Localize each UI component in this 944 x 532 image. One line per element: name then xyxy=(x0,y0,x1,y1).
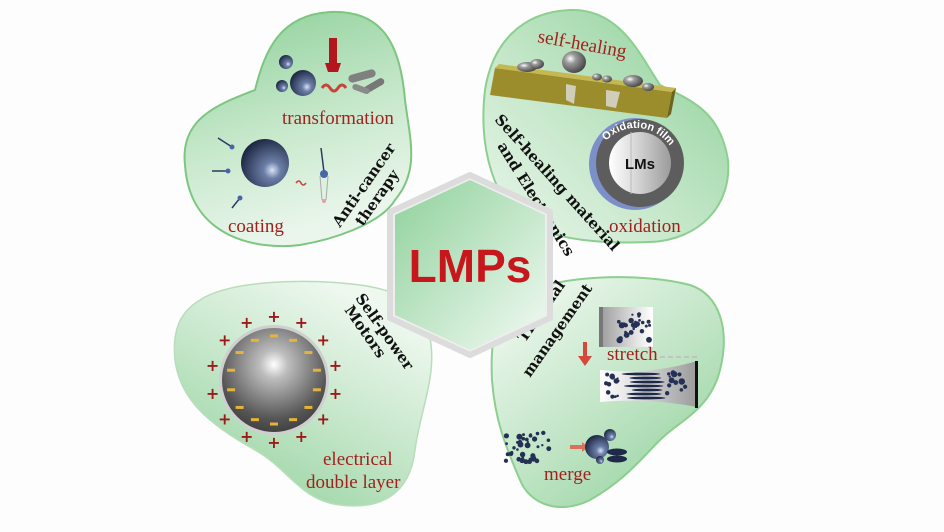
oxidation-particle: LMs Oxidation film xyxy=(589,118,684,210)
negative-charge-icon xyxy=(289,418,298,422)
negative-charge-icon xyxy=(227,368,236,372)
label-double-layer: double layer xyxy=(306,472,401,493)
negative-charge-icon xyxy=(270,334,278,338)
positive-charge-icon: + xyxy=(329,384,342,403)
positive-charge-icon: + xyxy=(206,384,219,403)
negative-charge-icon xyxy=(304,351,313,355)
merge-droplets xyxy=(503,430,552,465)
label-coating: coating xyxy=(228,216,284,237)
self-healing-illustration xyxy=(490,51,676,118)
negative-charge-icon xyxy=(250,338,259,342)
negative-charge-icon xyxy=(312,368,321,372)
elongated-droplets xyxy=(604,370,688,400)
positive-charge-icon: + xyxy=(240,427,253,446)
negative-charge-icon xyxy=(312,388,321,392)
positive-charge-icon: + xyxy=(218,331,231,350)
lm-droplet xyxy=(222,328,326,432)
negative-charge-icon xyxy=(270,422,278,426)
thermal-illustration: stretch xyxy=(503,307,698,465)
negative-charge-icon xyxy=(304,405,313,409)
charge-markers: + + + + + + + + + + + + + + xyxy=(206,307,342,452)
electrical-double-layer-illustration: + + + + + + + + + + + + + + xyxy=(206,307,342,452)
svg-text:LMs: LMs xyxy=(625,156,655,173)
right-arrow-icon xyxy=(570,442,588,452)
center-hexagon: LMPs xyxy=(387,172,553,358)
positive-charge-icon: + xyxy=(206,356,219,375)
negative-charge-icon xyxy=(235,351,244,355)
lm-sphere xyxy=(241,139,289,187)
quadrant-bottom-left: ++++++++++++++ electrical double layer S… xyxy=(173,280,433,507)
negative-charge-icon xyxy=(235,405,244,409)
positive-charge-icon: + xyxy=(329,356,342,375)
center-title: LMPs xyxy=(409,240,532,292)
light-wave-icon xyxy=(320,83,348,93)
transformation-illustration xyxy=(276,38,385,96)
positive-charge-icon: + xyxy=(295,313,308,332)
positive-charge-icon: + xyxy=(240,313,253,332)
lm-core xyxy=(609,132,671,194)
positive-charge-icon: + xyxy=(267,307,280,326)
quadrant-top-right: self-healing LMs Oxidation film oxi xyxy=(482,8,730,259)
label-electrical: electrical xyxy=(323,449,393,470)
label-transformation: transformation xyxy=(282,108,394,129)
flashlight-icon xyxy=(329,38,337,63)
leaf-top-left xyxy=(183,10,413,248)
negative-charge-icon xyxy=(289,338,298,342)
negative-charge-icon xyxy=(227,388,236,392)
quadrant-top-left: transformation coating Anti-cancer thera… xyxy=(183,10,413,248)
positive-charge-icon: + xyxy=(317,409,330,428)
down-arrow-icon xyxy=(578,342,592,366)
positive-charge-icon: + xyxy=(295,427,308,446)
positive-charge-icon: + xyxy=(317,331,330,350)
positive-charge-icon: + xyxy=(267,433,280,452)
label-merge: merge xyxy=(544,464,591,485)
positive-charge-icon: + xyxy=(218,409,231,428)
negative-charge-icon xyxy=(250,418,259,422)
dispersed-droplets-top xyxy=(616,312,652,344)
label-oxidation: oxidation xyxy=(609,216,681,237)
label-stretch: stretch xyxy=(607,344,658,365)
coating-illustration xyxy=(212,137,329,209)
